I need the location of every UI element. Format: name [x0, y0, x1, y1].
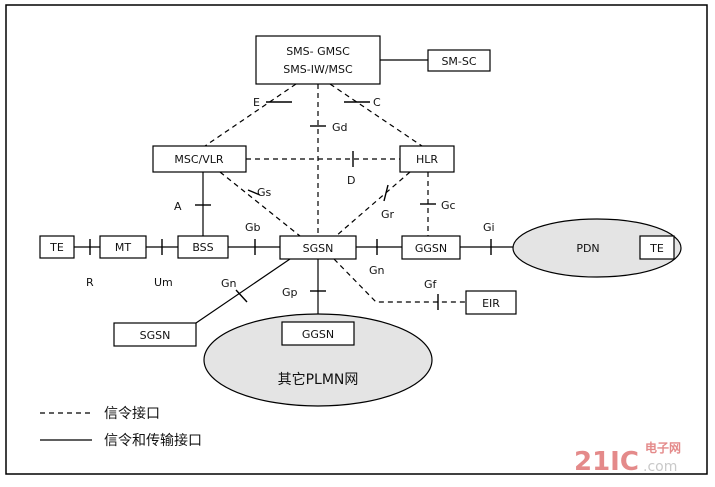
tick-gs [247, 189, 261, 196]
node-ggsn-other: GGSN [281, 321, 355, 346]
interface-gf-label: Gf [424, 278, 438, 291]
te-right-label: TE [649, 242, 664, 255]
link-sgsn-eir [333, 258, 466, 303]
interface-gi-label: Gi [483, 221, 495, 234]
node-pdn: PDN [512, 218, 682, 278]
interface-gs-label: Gs [257, 186, 272, 199]
mt-label: MT [115, 241, 131, 254]
node-sm-sc: SM-SC [427, 49, 491, 72]
interface-d-label: D [347, 174, 355, 187]
watermark-sub: .com [643, 459, 677, 475]
node-eir: EIR [465, 290, 517, 315]
interface-um-label: Um [154, 276, 173, 289]
ggsn-other-label: GGSN [302, 328, 334, 341]
watermark-cn: 电子网 [645, 440, 681, 455]
sgsn-label: SGSN [303, 242, 334, 255]
gmsc-line2: SMS-IW/MSC [283, 63, 353, 76]
pdn-label: PDN [576, 242, 599, 255]
link-msc-sgsn [219, 171, 301, 237]
node-mt: MT [99, 235, 147, 259]
smsc-label: SM-SC [441, 55, 476, 68]
sgsn-other-label: SGSN [140, 329, 171, 342]
eir-label: EIR [482, 297, 500, 310]
gmsc-line1: SMS- GMSC [286, 45, 350, 58]
interface-r-label: R [86, 276, 94, 289]
node-ggsn: GGSN [401, 235, 461, 260]
link-hlr-sgsn [335, 171, 411, 237]
node-te-left: TE [39, 235, 75, 259]
link-gmsc-hlr [329, 83, 423, 147]
node-sgsn: SGSN [279, 235, 357, 260]
node-sgsn-other: SGSN [113, 322, 197, 347]
link-sgsn-sgsn-other [195, 258, 291, 324]
interface-gd-label: Gd [332, 121, 348, 134]
msc-vlr-label: MSC/VLR [174, 153, 224, 166]
interface-gc-label: Gc [441, 199, 456, 212]
node-te-right: TE [639, 235, 675, 260]
interface-gb-label: Gb [245, 221, 261, 234]
node-bss: BSS [177, 235, 229, 259]
link-gmsc-msc [204, 83, 297, 147]
bss-label: BSS [192, 241, 213, 254]
node-msc-vlr: MSC/VLR [152, 145, 247, 173]
node-other-plmn: 其它PLMN网 [203, 313, 433, 407]
tick-gn-left [235, 289, 248, 303]
ggsn-label: GGSN [415, 242, 447, 255]
watermark-logo: 21IC 电子网 .com [574, 440, 681, 477]
legend-signaling-transport-label: 信令和传输接口 [104, 432, 202, 449]
interface-e-label: E [253, 96, 260, 109]
node-sms-gmsc: SMS- GMSC SMS-IW/MSC [255, 35, 381, 85]
interface-gp-label: Gp [282, 286, 298, 299]
interface-a-label: A [174, 200, 182, 213]
node-hlr: HLR [399, 145, 455, 173]
diagram-frame [5, 4, 708, 475]
interface-gn-left-label: Gn [221, 277, 237, 290]
interface-gn-right-label: Gn [369, 264, 385, 277]
watermark-main: 21IC [574, 447, 639, 477]
legend-signaling-label: 信令接口 [104, 405, 160, 422]
plmn-label: 其它PLMN网 [278, 371, 359, 388]
legend: 信令接口 信令和传输接口 [40, 405, 202, 449]
tick-gr [383, 184, 389, 202]
te-left-label: TE [49, 241, 64, 254]
interface-gr-label: Gr [381, 208, 395, 221]
interface-c-label: C [373, 96, 381, 109]
hlr-label: HLR [416, 153, 438, 166]
